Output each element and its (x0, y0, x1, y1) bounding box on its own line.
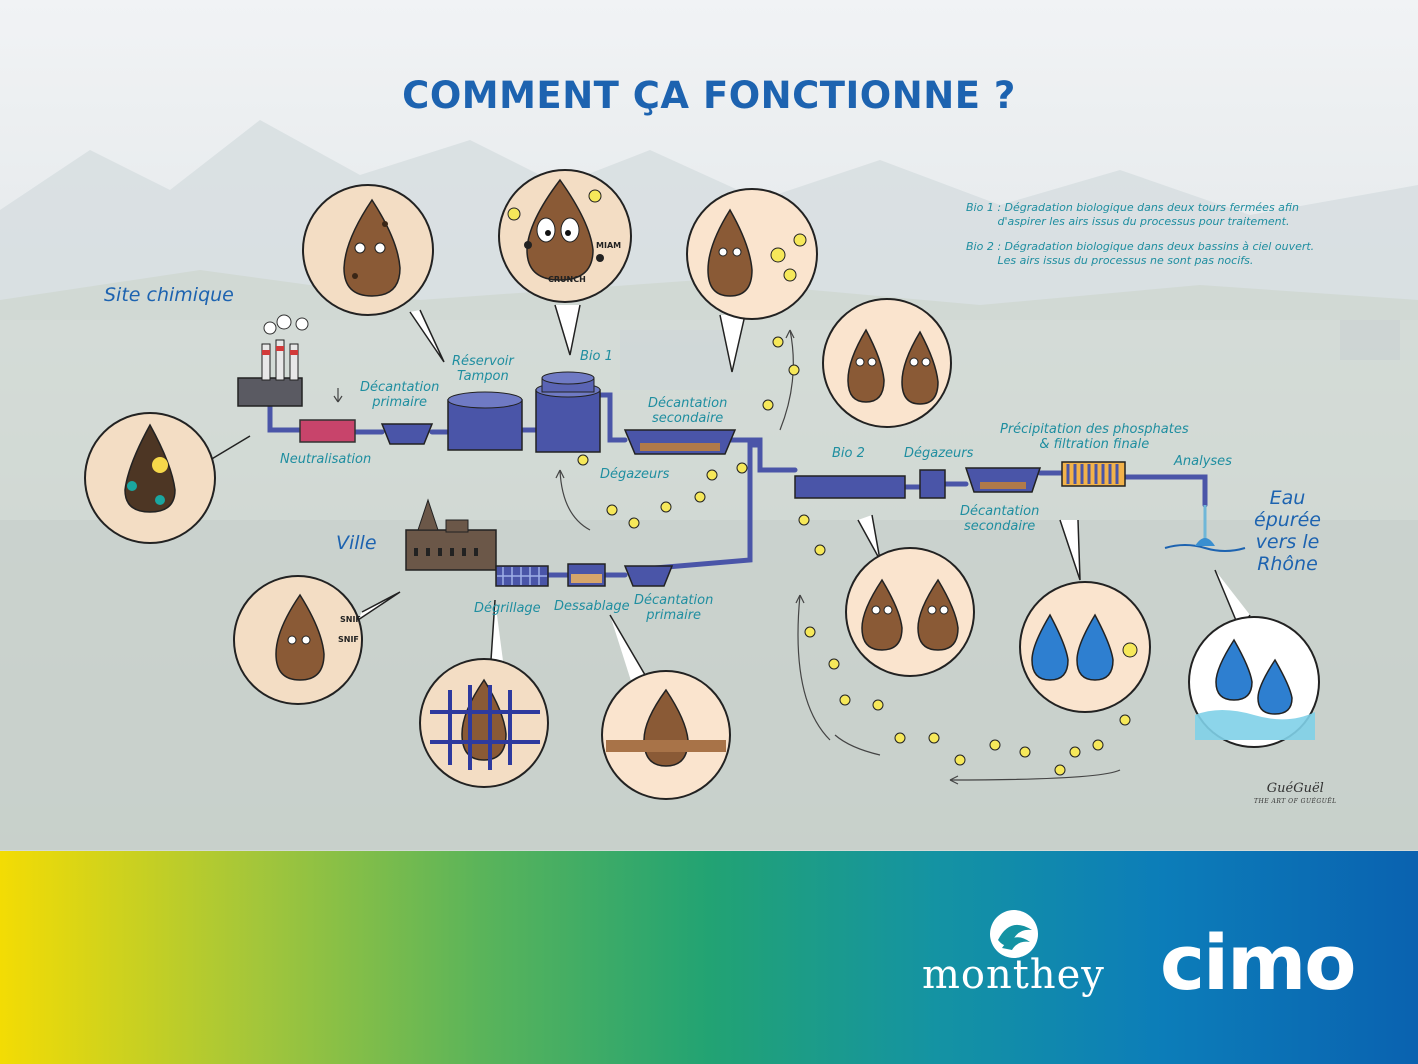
label-decantation-primaire-2: Décantation primaire (634, 593, 714, 623)
label-degrillage: Dégrillage (474, 601, 541, 616)
decantation-primaire-2-tank (623, 565, 674, 587)
cimo-logo: cimo (1160, 918, 1357, 1007)
drop-degrillage-circle (419, 599, 549, 788)
label-neutralisation: Neutralisation (280, 452, 372, 467)
label-precipitation: Précipitation des phosphates & filtratio… (1000, 422, 1189, 452)
city-icon (405, 498, 497, 571)
callout-circles (84, 169, 1320, 800)
monthey-logo-icon (990, 910, 1038, 958)
page-title: COMMENT ÇA FONCTIONNE ? (402, 74, 1016, 117)
drop-neutralisation-circle (84, 412, 251, 544)
decantation-primaire-1-tank (380, 423, 434, 445)
label-degazeurs-1: Dégazeurs (600, 467, 670, 482)
degrillage-unit (495, 565, 549, 587)
label-ville: Ville (336, 532, 377, 554)
label-bio2: Bio 2 (832, 446, 865, 461)
drop-bio1-circle (498, 169, 632, 356)
label-decantation-secondaire-2: Décantation secondaire (960, 504, 1040, 534)
drops-bio2-circle (845, 514, 975, 677)
microbes (577, 336, 1131, 776)
degazeurs-2-unit (919, 469, 946, 499)
label-dessablage: Dessablage (554, 599, 630, 614)
dessablage-unit (567, 563, 606, 587)
factory-icon (237, 314, 309, 407)
label-bio1: Bio 1 (580, 349, 613, 364)
bubble-snif-1: SNIF (340, 615, 361, 624)
bubble-miam: MIAM (596, 241, 622, 250)
label-decantation-secondaire-1: Décantation secondaire (648, 396, 728, 426)
bio1-towers (535, 371, 601, 453)
outlet-water (1164, 505, 1246, 552)
drops-pair-circle (822, 298, 952, 428)
signature-name: GuéGuël (1266, 781, 1324, 796)
footer-band (0, 851, 1418, 1064)
drops-rhone-circle (1188, 569, 1320, 748)
drop-ville-circle (233, 575, 401, 705)
label-decantation-primaire-1: Décantation primaire (360, 380, 440, 410)
bubble-snif-2: SNIF (338, 635, 359, 644)
bio2-basin (794, 475, 906, 499)
note-bio2: Bio 2 : Dégradation biologique dans deux… (966, 240, 1315, 267)
signature-line: THE ART OF GUÉGUËL (1254, 798, 1337, 805)
monthey-logo-text: monthey (922, 952, 1105, 998)
filtration-unit (1061, 461, 1126, 487)
flow-arrows (333, 329, 1121, 785)
label-site-chimique: Site chimique (104, 284, 234, 306)
label-analyses: Analyses (1174, 454, 1232, 469)
drop-decantation-secondaire-circle (686, 188, 818, 373)
drops-clean-circle (1019, 519, 1151, 713)
process-diagram (84, 169, 1320, 800)
label-eau-epuree: Eau épurée vers le Rhône (1254, 487, 1321, 575)
note-bio1: Bio 1 : Dégradation biologique dans deux… (966, 201, 1299, 228)
neutralisation-tank (299, 419, 356, 443)
reservoir-tampon-tank (447, 391, 523, 451)
label-reservoir-tampon: Réservoir Tampon (452, 354, 514, 384)
drop-decantation-primaire-circle (302, 184, 445, 363)
bubble-crunch: CRUNCH (548, 275, 586, 284)
artist-signature: GuéGuël THE ART OF GUÉGUËL (1254, 782, 1337, 808)
drop-dessablage-circle (601, 614, 731, 800)
label-degazeurs-2: Dégazeurs (904, 446, 974, 461)
